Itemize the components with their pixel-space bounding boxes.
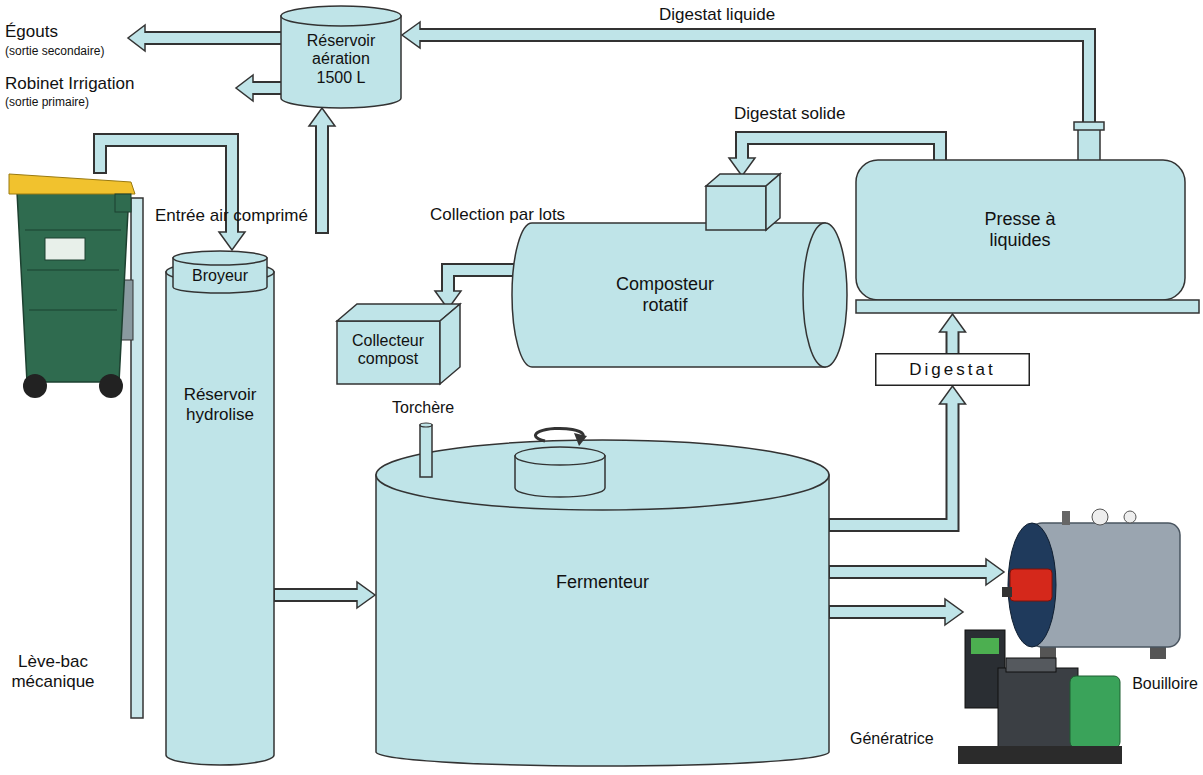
generator: Génératrice <box>848 618 1123 772</box>
fermenter-top <box>376 440 829 510</box>
batch-box-front <box>706 186 766 230</box>
flow-arrow <box>828 599 963 625</box>
compost-bin-front <box>337 321 440 384</box>
node-outline <box>425 172 782 234</box>
flow-label: Digestat liquide <box>656 5 778 25</box>
grinder: Broyeur <box>172 250 268 294</box>
annotation-label: (sortie secondaire) <box>5 45 104 59</box>
grinder-top <box>173 251 267 265</box>
liquid-press: Presse à liquides <box>855 118 1200 314</box>
node-label: Collection par lots <box>430 205 695 225</box>
node-outline <box>375 420 830 767</box>
burner <box>1010 569 1052 601</box>
node-label: Fermenteur <box>375 572 830 593</box>
bin-wheel <box>99 374 123 398</box>
fermenter-body <box>376 475 829 766</box>
arrow-outline <box>420 35 1089 130</box>
node-label: Digestat <box>875 360 1030 380</box>
arrow-fill <box>317 123 327 232</box>
hydrolysis-tank: Réservoir hydrolise Broyeur <box>165 250 275 767</box>
annotation-label: (sortie primaire) <box>5 96 89 110</box>
bin-lifter: Lève-bac mécanique <box>3 160 149 722</box>
node-outline <box>848 618 1123 772</box>
air-inlet-arrow <box>309 108 335 234</box>
annotation-label: Torchère <box>392 399 454 417</box>
node-outline <box>3 160 149 722</box>
lifter-pole <box>131 198 143 718</box>
node-label: Broyeur <box>172 267 268 285</box>
tank-top <box>281 6 401 26</box>
arrow-fill <box>275 590 360 600</box>
node-label: Réservoir hydrolise <box>170 385 270 424</box>
node-outline <box>165 250 275 767</box>
engine-top <box>1006 658 1056 672</box>
pressure-gauge <box>1092 509 1108 525</box>
panel-display <box>971 638 999 654</box>
mixer-top <box>515 447 605 465</box>
engine-block <box>998 668 1078 748</box>
bin-body <box>17 192 129 382</box>
flare-top <box>420 423 432 427</box>
annotation-label: Robinet Irrigation <box>5 74 134 94</box>
pipe-cap <box>1074 122 1104 130</box>
generator-skid <box>958 746 1122 764</box>
box-outline <box>876 354 1030 386</box>
press-body <box>856 160 1185 300</box>
rotary-composter: Composteur rotatif <box>510 222 850 368</box>
flow-arrow <box>402 22 1089 130</box>
annotation-label: Entrée air comprimé <box>100 206 308 226</box>
flow-arrow <box>828 559 1004 585</box>
arrow-fill <box>830 607 948 617</box>
arrow-outline <box>828 404 953 525</box>
arrow-fill <box>830 567 989 577</box>
bin-wheel <box>23 374 47 398</box>
batch-box-side <box>766 174 780 230</box>
node-label: Composteur rotatif <box>605 274 725 315</box>
compost-collector: Collecteur compost <box>336 303 460 385</box>
flow-label: Digestat solide <box>731 104 849 124</box>
bin-ribs <box>25 230 121 310</box>
flow-arrow <box>940 314 966 355</box>
node-label: Presse à liquides <box>960 209 1080 250</box>
arrow-fill <box>742 138 940 161</box>
arrow-fill <box>448 270 516 294</box>
rotation-head <box>574 433 587 446</box>
bin-sticker <box>45 238 85 260</box>
arrow-fill <box>948 329 958 353</box>
drum-body <box>512 223 825 367</box>
compost-bin-top <box>337 304 460 321</box>
burner-nozzle <box>1002 587 1012 597</box>
boiler-pipe <box>1062 511 1070 525</box>
flow-arrow <box>273 582 375 608</box>
drum-end <box>803 223 847 367</box>
pressure-gauge <box>1124 511 1136 523</box>
press-base <box>856 300 1199 313</box>
node-label: Réservoir aération 1500 L <box>296 32 386 87</box>
bin-handle <box>115 194 131 212</box>
arrow-fill <box>830 401 953 525</box>
digestate-box: Digestat <box>875 353 1030 386</box>
arrow-outline <box>742 138 940 162</box>
tank-body <box>166 272 274 765</box>
annotation-label: Égouts <box>5 22 58 42</box>
compost-bin-side <box>440 304 460 384</box>
arrow-fill <box>417 35 1089 128</box>
sewer-outlet-arrow <box>128 25 292 51</box>
aeration-tank: Réservoir aération 1500 L <box>280 4 402 110</box>
tank-body <box>281 16 401 108</box>
alternator <box>1070 676 1120 748</box>
boiler-front <box>1008 523 1056 647</box>
flare-pipe <box>420 425 432 477</box>
flow-arrow <box>435 270 518 309</box>
node-label: Collecteur compost <box>339 332 437 369</box>
batch-collection: Collection par lots <box>425 172 782 234</box>
flow-arrow <box>828 386 966 525</box>
node-label: Lève-bac mécanique <box>3 652 103 691</box>
bin-lid <box>9 174 135 194</box>
arrow-fill <box>142 33 292 43</box>
node-label: Génératrice <box>850 730 960 748</box>
fermenter: Fermenteur <box>375 420 830 767</box>
